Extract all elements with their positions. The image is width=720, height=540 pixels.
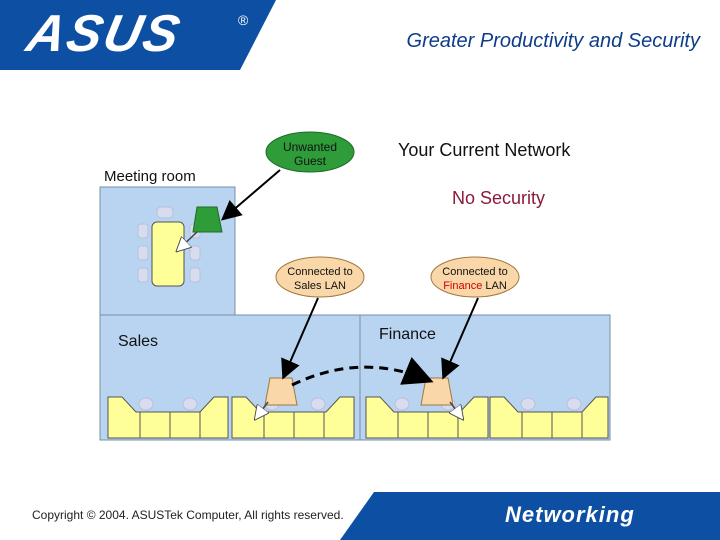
finance-link-arrow (450, 401, 462, 418)
meeting-link-arrow (178, 231, 198, 250)
connected-sales-bubble (275, 256, 365, 298)
network-heading: Your Current Network (398, 140, 571, 160)
connected-finance-suffix: LAN (482, 280, 507, 292)
connected-sales-label: Connected to Sales LAN (276, 265, 364, 293)
connected-finance-label: Connected to Finance LAN (431, 265, 519, 293)
unwanted-guest-label: Unwanted Guest (282, 140, 338, 168)
sales-laptop-icon (264, 377, 298, 406)
registered-mark: ® (238, 12, 249, 28)
meeting-table (151, 221, 185, 287)
header-title-area (240, 0, 720, 70)
connected-finance-line1: Connected to (442, 266, 508, 278)
unwanted-guest-bubble (265, 131, 355, 173)
connected-finance-arrow (441, 297, 479, 380)
finance-desks (365, 396, 609, 439)
finance-label: Finance (379, 326, 436, 343)
copyright-text: Copyright © 2004. ASUSTek Computer, All … (32, 508, 344, 522)
sales-link-arrow (256, 401, 268, 418)
unwanted-guest-arrow (220, 169, 281, 221)
connected-finance-line2: Finance LAN (431, 279, 519, 293)
no-security-label: No Security (452, 188, 546, 208)
connected-finance-word: Finance (443, 280, 483, 292)
connected-sales-line2: Sales LAN (294, 280, 346, 292)
meeting-room-label: Meeting room (104, 168, 196, 185)
finance-laptop-icon (420, 377, 454, 406)
connected-sales-arrow (281, 297, 319, 380)
finance-chairs (394, 397, 582, 411)
connected-finance-bubble (430, 256, 520, 298)
connected-sales-line1: Connected to (287, 266, 353, 278)
header-band: ASUS ® (0, 0, 720, 70)
sales-label: Sales (118, 333, 159, 350)
sales-desks (107, 396, 355, 439)
unwanted-guest-laptop-icon (192, 206, 223, 233)
footer-band (340, 492, 720, 540)
networking-brand: Networking (505, 502, 635, 527)
slide-title: Greater Productivity and Security (406, 30, 700, 52)
sales-to-finance-path (291, 356, 434, 387)
